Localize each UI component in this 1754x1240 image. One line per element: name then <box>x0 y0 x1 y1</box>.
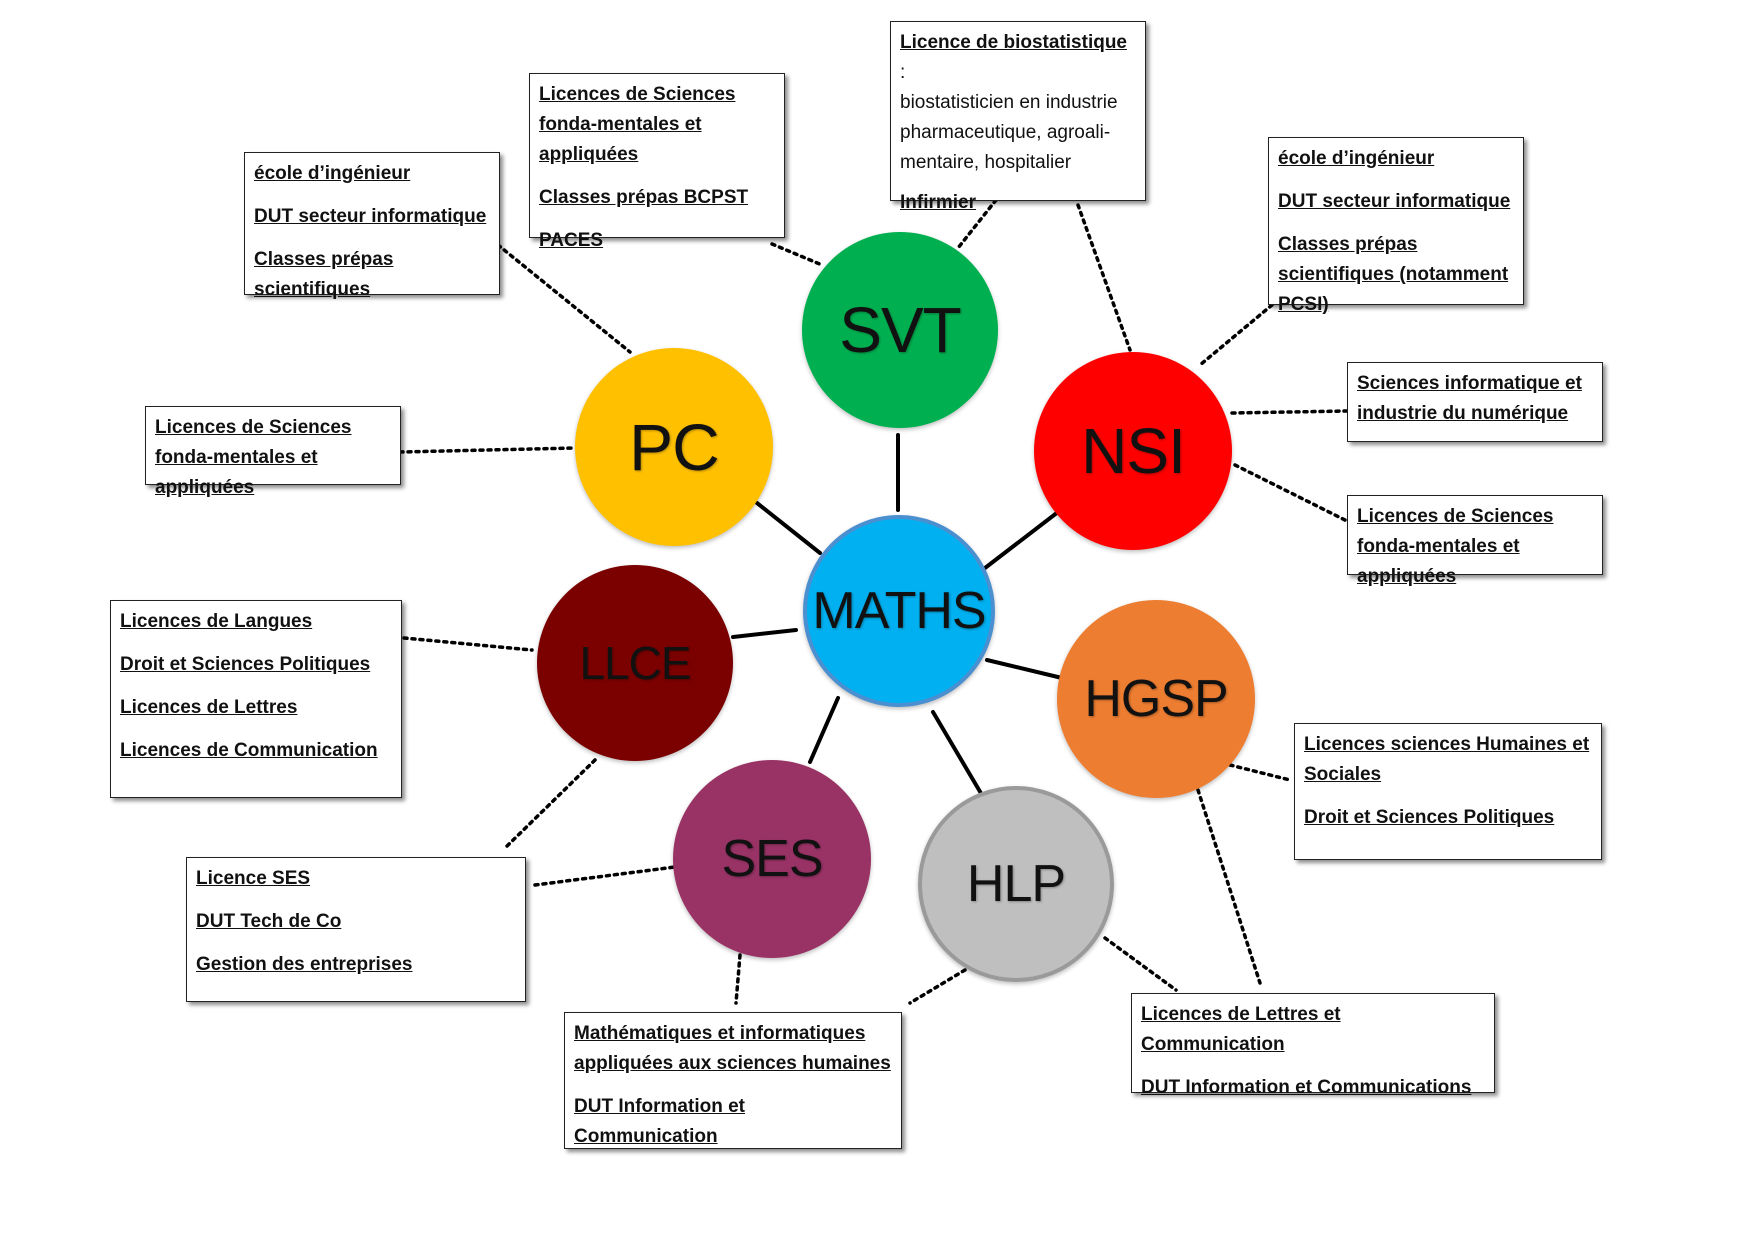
node-ses: SES <box>673 760 871 958</box>
box-pc-top-item: Classes prépas scientifiques <box>254 249 394 300</box>
box-nsi-mid: Sciences informatique et industrie du nu… <box>1347 362 1603 442</box>
node-llce-label: LLCE <box>579 637 691 689</box>
link-maths-hlp <box>931 710 984 797</box>
dotted-hlp-box <box>908 968 967 1005</box>
box-nsi-top-item: école d’ingénieur <box>1278 148 1435 169</box>
node-pc-label: PC <box>629 410 720 484</box>
box-svt-left: Licences de Sciences fonda-mentales et a… <box>529 73 785 251</box>
box-hgsp-item: Licences sciences Humaines et Sociales <box>1304 734 1590 785</box>
box-nsi-mid-item: Sciences informatique et industrie du nu… <box>1357 373 1582 424</box>
box-hgsp: Licences sciences Humaines et Sociales D… <box>1294 723 1602 860</box>
dotted-hgsp-bottom <box>1196 788 1262 985</box>
box-svt-right-title-suffix: : <box>900 62 906 83</box>
dotted-ses-hlpbox <box>734 953 742 1005</box>
box-pc-left-item: Licences de Sciences fonda-mentales et a… <box>155 417 352 498</box>
node-llce: LLCE <box>537 565 733 761</box>
box-svt-right-heading: Licence de biostatistique : biostatistic… <box>900 28 1136 178</box>
box-pc-top: école d’ingénieur DUT secteur informatiq… <box>244 152 500 300</box>
box-svt-right-text: biostatisticien en industrie pharmaceuti… <box>900 92 1118 173</box>
box-llce-item: Licences de Communication <box>120 740 378 761</box>
dotted-nsi-svtbox <box>1076 203 1132 352</box>
box-ses-item: Gestion des entreprises <box>196 954 413 975</box>
box-svt-right: Licence de biostatistique : biostatistic… <box>890 21 1146 213</box>
box-nsi-top: école d’ingénieur DUT secteur informatiq… <box>1268 137 1524 315</box>
dotted-llce-box <box>402 636 534 652</box>
dotted-hgsp-box <box>1228 763 1292 782</box>
link-maths-nsi <box>983 510 1060 570</box>
node-pc: PC <box>575 348 773 546</box>
node-hlp-label: HLP <box>966 855 1066 913</box>
dotted-pc-left <box>398 446 577 454</box>
box-llce: Licences de Langues Droit et Sciences Po… <box>110 600 402 798</box>
box-hlp-right: Licences de Lettres et Communication DUT… <box>1131 993 1495 1098</box>
dotted-ses-box <box>533 865 677 887</box>
box-pc-left: Licences de Sciences fonda-mentales et a… <box>145 406 401 498</box>
box-llce-item: Licences de Langues <box>120 611 313 632</box>
box-nsi-top-item: Classes prépas scientifiques (notamment … <box>1278 234 1509 315</box>
box-nsi-bottom-item: Licences de Sciences fonda-mentales et a… <box>1357 506 1554 587</box>
box-pc-top-item: DUT secteur informatique <box>254 206 487 227</box>
node-maths-label: MATHS <box>812 582 986 640</box>
dotted-pc-top <box>496 243 632 354</box>
node-maths: MATHS <box>803 515 995 707</box>
node-nsi-label: NSI <box>1081 415 1186 487</box>
box-pc-top-item: école d’ingénieur <box>254 163 411 184</box>
node-hgsp-label: HGSP <box>1084 670 1228 728</box>
box-llce-item: Droit et Sciences Politiques <box>120 654 371 675</box>
node-svt-label: SVT <box>839 294 961 366</box>
box-hgsp-item: Droit et Sciences Politiques <box>1304 807 1555 828</box>
box-svt-left-item: Licences de Sciences fonda-mentales et a… <box>539 84 736 165</box>
box-nsi-top-item: DUT secteur informatique <box>1278 191 1511 212</box>
link-maths-llce <box>731 628 798 639</box>
dotted-svt-left <box>770 242 824 267</box>
box-svt-right-item: Infirmier <box>900 192 977 213</box>
dotted-nsi-mid <box>1230 409 1349 415</box>
dotted-nsi-top <box>1198 303 1274 367</box>
link-maths-hgsp <box>985 658 1064 680</box>
box-hlp-right-item: Licences de Lettres et Communication <box>1141 1004 1341 1055</box>
link-maths-ses <box>808 696 840 764</box>
box-nsi-bottom: Licences de Sciences fonda-mentales et a… <box>1347 495 1603 587</box>
box-hlp-right-item: DUT Information et Communications <box>1141 1077 1472 1098</box>
dotted-svt-right <box>956 198 998 250</box>
box-llce-item: Licences de Lettres <box>120 697 298 718</box>
box-hlp-left-item: Mathématiques et informatiques appliquée… <box>574 1023 891 1074</box>
box-svt-left-item: Classes prépas BCPST <box>539 187 749 208</box>
node-ses-label: SES <box>721 830 823 888</box>
box-ses-item: DUT Tech de Co <box>196 911 342 932</box>
node-svt: SVT <box>802 232 998 428</box>
box-svt-right-title: Licence de biostatistique <box>900 32 1127 53</box>
box-hlp-left: Mathématiques et informatiques appliquée… <box>564 1012 902 1149</box>
node-nsi: NSI <box>1034 352 1232 550</box>
node-hgsp: HGSP <box>1057 600 1255 798</box>
box-hlp-left-item: DUT Information et Communication <box>574 1096 745 1147</box>
dotted-nsi-bottom <box>1233 463 1347 522</box>
dotted-hlp-right <box>1103 936 1178 992</box>
dotted-llce-ses <box>503 758 597 850</box>
box-ses: Licence SES DUT Tech de Co Gestion des e… <box>186 857 526 1002</box>
node-hlp: HLP <box>918 786 1114 982</box>
link-maths-pc <box>755 501 822 555</box>
box-svt-left-item: PACES <box>539 230 604 251</box>
box-ses-item: Licence SES <box>196 868 311 889</box>
